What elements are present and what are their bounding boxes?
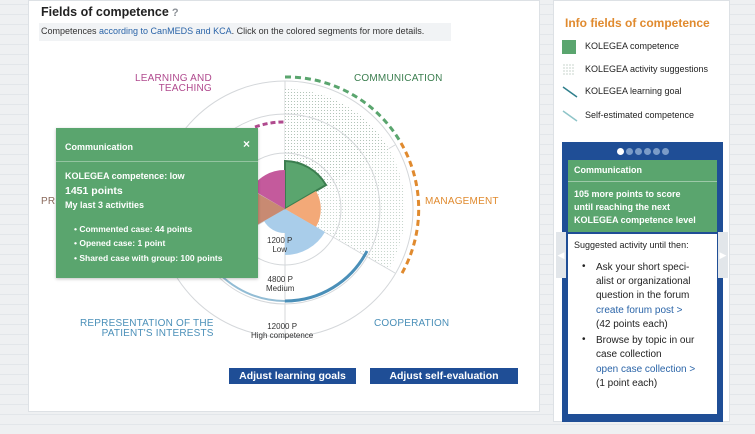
subtitle-bar: Competences according to CanMEDS and KCA… [39,23,451,41]
category-communication[interactable]: COMMUNICATION [354,73,443,84]
info-panel: Info fields of competence KOLEGEA compet… [553,0,730,422]
tooltip-last-activities: My last 3 activities [65,200,145,210]
chevron-left-icon: ◀ [557,250,565,260]
suggested-heading: Suggested activity until then: [574,240,689,250]
segment-representation[interactable] [264,209,285,234]
category-representation-line1: REPRESENTATION OF THE [80,318,214,329]
goal-arc-management [399,142,421,276]
competence-carousel: Communication 105 more points to score u… [562,142,723,422]
carousel-dot[interactable] [635,148,642,155]
category-management[interactable]: MANAGEMENT [425,196,499,207]
segment-management[interactable] [285,191,321,227]
adjust-learning-goals-button[interactable]: Adjust learning goals [229,368,356,384]
close-icon[interactable]: × [242,137,250,151]
segment-learning[interactable] [251,169,285,209]
suggestion-note: (1 point each) [596,378,658,389]
carousel-dot[interactable] [662,148,669,155]
carousel-body-line: KOLEGEA competence level [574,215,696,225]
dotted-square-icon [562,63,576,77]
level-high-points: 12000 P [267,322,298,331]
suggestion-text: Ask your short speci- [596,262,690,273]
create-forum-post-link[interactable]: create forum post > [596,305,683,316]
category-learning-line2: TEACHING [158,83,212,94]
goal-arc-communication [284,75,403,144]
tooltip-header: Communication × [56,128,258,162]
segment-cooperation[interactable] [285,209,325,256]
tooltip-competence: KOLEGEA competence: low [65,171,185,181]
page-title: Fields of competence? [41,5,179,19]
category-cooperation[interactable]: COOPERATION [374,318,450,329]
tooltip-points: 1451 points [65,185,123,197]
open-case-collection-link[interactable]: open case collection > [596,364,696,375]
bullet-icon: • [582,334,586,345]
legend-label: Self-estimated competence [585,110,695,120]
tooltip-activity-item: • Opened case: 1 point [74,238,166,248]
legend-label: KOLEGEA activity suggestions [585,64,709,74]
suggestion-text: case collection [596,349,662,360]
carousel-dot[interactable] [644,148,651,155]
category-representation[interactable]: REPRESENTATION OF THE PATIENT'S INTEREST… [80,319,214,339]
chevron-right-icon: ▶ [719,250,727,260]
carousel-prev-button[interactable]: ◀ [556,232,566,278]
suggestion-text: alist or organizational [596,276,691,287]
level-medium-points: 4800 P [267,275,293,284]
competence-tooltip: Communication × KOLEGEA competence: low … [56,128,258,278]
segment-professionalism[interactable] [252,193,285,225]
category-learning[interactable]: LEARNING AND TEACHING [135,74,212,94]
suggestion-text: Browse by topic in our [596,335,695,346]
carousel-dot[interactable] [653,148,660,155]
goal-arc-cooperation [284,250,369,303]
goal-arc-learning [254,120,286,129]
carousel-dot[interactable] [617,148,624,155]
level-high-text: High competence [251,331,314,340]
level-medium-text: Medium [266,284,295,293]
bullet-icon: • [582,261,586,272]
category-learning-line1: LEARNING AND [135,73,212,84]
legend-label: KOLEGEA learning goal [585,86,682,96]
suggested-activities: Suggested activity until then: • Ask you… [568,234,717,414]
subtitle-prefix: Competences [41,26,100,36]
level-high: 12000 P High competence [251,322,313,340]
subtitle-suffix: . Click on the colored segments for more… [231,26,425,36]
info-panel-title: Info fields of competence [565,16,710,30]
suggestion-text: question in the forum [596,290,690,301]
title-text: Fields of competence [41,5,169,19]
teal-line-icon [562,86,578,98]
level-low-points: 1200 P [267,236,293,245]
light-teal-line-icon [562,110,578,122]
legend-label: KOLEGEA competence [585,41,680,51]
carousel-body-line: until reaching the next [574,202,671,212]
adjust-self-evaluation-button[interactable]: Adjust self-evaluation [370,368,518,384]
tooltip-activity-item: • Commented case: 44 points [74,224,193,234]
level-low: 1200 P Low [267,236,292,254]
carousel-next-button[interactable]: ▶ [718,232,728,278]
level-low-text: Low [272,245,288,254]
solid-green-square-icon [562,40,576,54]
carousel-dot[interactable] [626,148,633,155]
help-icon[interactable]: ? [171,7,179,19]
carousel-body-line: 105 more points to score [574,189,681,199]
tooltip-title: Communication [65,142,134,152]
suggestion-note: (42 points each) [596,319,668,330]
tooltip-activity-item: • Shared case with group: 100 points [74,253,223,263]
carousel-title: Communication [568,160,717,182]
category-representation-line2: PATIENT'S INTERESTS [101,328,214,339]
carousel-body: 105 more points to score until reaching … [574,188,714,227]
segment-communication[interactable] [284,159,328,211]
category-professionalism[interactable]: PR [41,196,56,207]
level-medium: 4800 P Medium [266,275,294,293]
canmeds-link[interactable]: according to CanMEDS and KCA [99,26,232,36]
carousel-summary: Communication 105 more points to score u… [568,160,717,232]
